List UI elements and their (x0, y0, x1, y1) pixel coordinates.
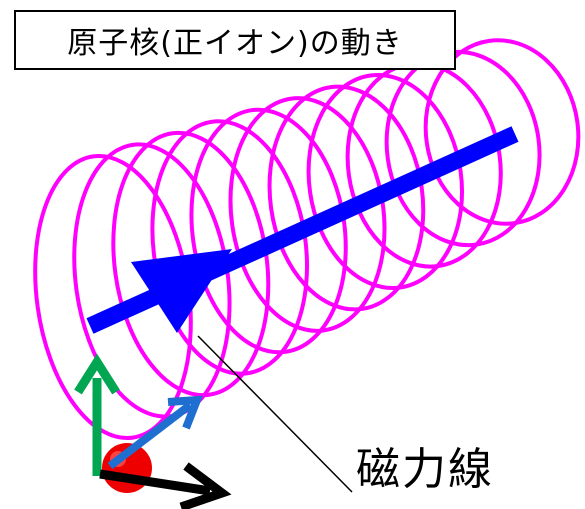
title-box: 原子核(正イオン)の動き (14, 10, 456, 70)
diagonal-arrow-icon (110, 400, 197, 466)
title-text: 原子核(正イオン)の動き (67, 18, 402, 62)
field-arrowhead (131, 249, 232, 333)
field-line-label: 磁力線 (356, 448, 494, 492)
